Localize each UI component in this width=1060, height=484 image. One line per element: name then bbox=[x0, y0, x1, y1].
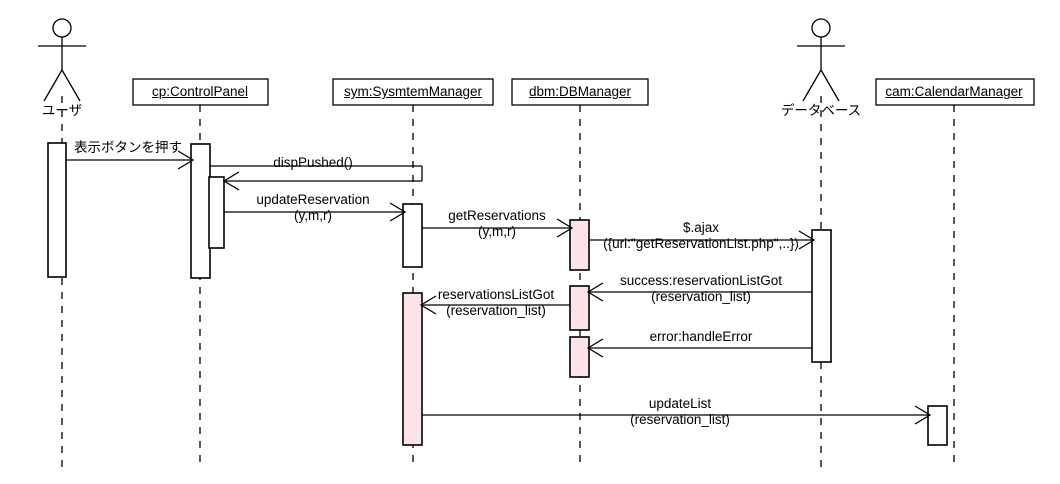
activation-dbm-2 bbox=[569, 285, 590, 331]
activation-database bbox=[811, 229, 832, 363]
message-label-update-reservation: updateReservation bbox=[256, 192, 370, 207]
message-arrow-ajax-request bbox=[589, 230, 816, 250]
activation-dbm-1 bbox=[569, 219, 590, 271]
object-box-cam bbox=[875, 78, 1035, 106]
activation-sym-2 bbox=[402, 292, 423, 446]
activation-cam bbox=[927, 405, 948, 446]
message-sublabel-reservations-list-got: (reservation_list) bbox=[446, 303, 546, 318]
message-arrow-disp-pushed bbox=[210, 165, 423, 191]
message-sublabel-get-reservations: (y,m,r) bbox=[478, 224, 516, 239]
object-label-cam[interactable]: cam:CalendarManager bbox=[885, 84, 1023, 99]
message-arrow-reservations-list-got bbox=[419, 295, 570, 315]
message-sublabel-update-list: (reservation_list) bbox=[630, 412, 730, 427]
message-label-ajax-request: $.ajax bbox=[682, 220, 720, 235]
actor-label-user: ユーザ bbox=[41, 103, 83, 118]
message-arrow-show-button-pressed bbox=[66, 150, 195, 170]
message-arrow-error-handle-error bbox=[586, 338, 812, 358]
message-sublabel-update-reservation: (y,m,r) bbox=[294, 208, 332, 223]
message-arrow-update-reservation bbox=[224, 202, 407, 222]
object-label-sym[interactable]: sym:SysmtemManager bbox=[343, 84, 483, 99]
actor-database bbox=[797, 18, 845, 102]
activation-dbm-3 bbox=[569, 336, 590, 378]
message-label-reservations-list-got: reservationsListGot bbox=[437, 287, 555, 302]
activation-cp-1 bbox=[190, 143, 211, 279]
object-box-sym bbox=[332, 78, 494, 106]
activation-cp-2 bbox=[208, 176, 225, 249]
actor-label-database: データベース bbox=[780, 103, 862, 118]
message-sublabel-ajax-request: ({url:"getReservationList.php",..}) bbox=[603, 236, 799, 251]
message-arrow-success-reservation-list-got bbox=[586, 282, 812, 302]
message-label-error-handle-error: error:handleError bbox=[649, 329, 753, 344]
message-label-show-button-pressed: 表示ボタンを押す bbox=[74, 140, 182, 155]
message-label-success-reservation-list-got: success:reservationListGot bbox=[619, 273, 783, 288]
actor-user bbox=[38, 18, 86, 102]
object-box-dbm bbox=[511, 78, 649, 106]
message-label-update-list: updateList bbox=[648, 396, 712, 411]
message-label-disp-pushed: dispPushed() bbox=[273, 155, 353, 170]
object-label-cp[interactable]: cp:ControlPanel bbox=[151, 84, 249, 99]
object-label-dbm[interactable]: dbm:DBManager bbox=[528, 84, 632, 99]
activation-sym-1 bbox=[402, 203, 423, 268]
activation-user bbox=[47, 142, 67, 278]
message-label-get-reservations: getReservations bbox=[448, 208, 546, 223]
message-arrow-update-list bbox=[422, 405, 932, 425]
message-sublabel-success-reservation-list-got: (reservation_list) bbox=[651, 289, 751, 304]
message-arrow-get-reservations bbox=[422, 218, 574, 238]
